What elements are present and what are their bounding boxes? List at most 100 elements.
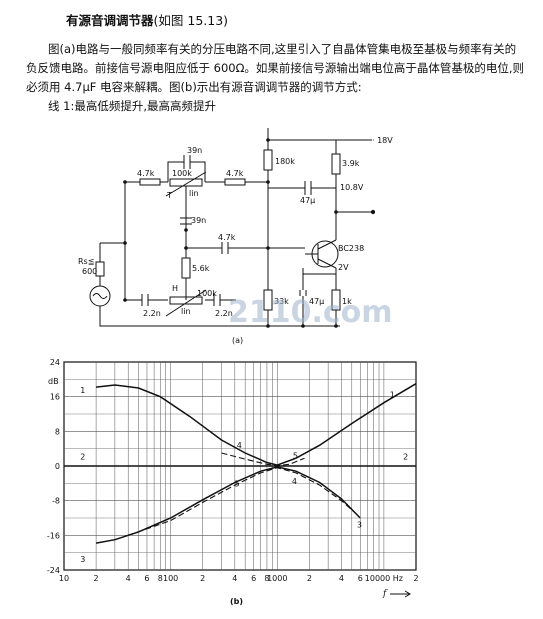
label-transistor: BC238 xyxy=(338,244,364,253)
curve-label: 5 xyxy=(235,479,240,488)
y-axis-label: dB xyxy=(48,377,59,386)
label-pot-top-lin: lin xyxy=(189,189,199,198)
x-tick-label: 2 xyxy=(94,574,99,583)
pot-100k-top xyxy=(169,178,203,187)
curve-label: 1 xyxy=(390,391,395,400)
label-r3k9: 3.9k xyxy=(342,159,360,168)
description-paragraph: 图(a)电路与一般同频率有关的分压电路不同,这里引入了自晶体管集电极至基极与频率… xyxy=(26,42,525,94)
resistor-4k7-left xyxy=(139,178,161,186)
label-c2n2-left: 2.2n xyxy=(143,309,161,318)
label-r4k7-right: 4.7k xyxy=(226,169,244,178)
x-tick-label: 6 xyxy=(251,574,256,583)
curve-label: 3 xyxy=(80,555,85,564)
label-pot-bottom-lin: lin xyxy=(181,307,191,316)
curve-label: 4 xyxy=(237,441,242,450)
x-tick-label: 8 xyxy=(264,574,269,583)
x-tick-label: 1000 xyxy=(267,574,287,583)
x-tick-label: 2 xyxy=(307,574,312,583)
cap-39n-top-wire xyxy=(167,161,206,182)
x-tick-label: 100 xyxy=(163,574,178,583)
series-line-5 xyxy=(221,452,305,467)
output-terminal xyxy=(370,209,376,215)
cap-47u-top xyxy=(304,181,312,195)
signal-source-symbol xyxy=(89,285,111,307)
cap-47u-bottom xyxy=(299,268,336,326)
x-tick-label: 2 xyxy=(413,574,418,583)
curve-label: 2 xyxy=(80,452,85,461)
chart-caption: (b) xyxy=(230,597,243,606)
pot-100k-bottom xyxy=(169,296,203,305)
x-tick-label: 2 xyxy=(200,574,205,583)
resistor-180k xyxy=(263,149,273,171)
label-t: T xyxy=(166,191,172,200)
cap-2n2-right xyxy=(213,294,221,306)
series-line-1 xyxy=(96,383,417,466)
label-rs: Rs≦ xyxy=(78,257,94,266)
junction-dots xyxy=(123,138,338,328)
x-tick-label: 10 xyxy=(59,574,69,583)
transistor-leads xyxy=(305,239,337,269)
y-tick-label: -16 xyxy=(47,531,60,540)
label-pot-bottom: 100k xyxy=(197,289,217,298)
cap-39n-mid xyxy=(180,217,192,225)
label-rs-val: 600 xyxy=(82,267,97,276)
resistor-1k xyxy=(331,289,341,311)
pot-bottom-arrow xyxy=(165,289,207,317)
x-tick-label: 8 xyxy=(158,574,163,583)
cap-39n-top xyxy=(183,155,191,169)
series-line-4 xyxy=(128,467,357,536)
label-pot-top: 100k xyxy=(172,169,192,178)
source-wire xyxy=(99,243,258,327)
resistor-4k7-right xyxy=(224,178,246,186)
resistor-3k9 xyxy=(331,153,341,175)
circuit-diagram: 39n 4.7k 100k lin T 4.7k 180k 3.9k · 18V… xyxy=(78,128,393,345)
y-tick-label: 8 xyxy=(55,427,60,436)
label-c39n-top: 39n xyxy=(187,146,202,155)
cap-2n2-left xyxy=(141,294,149,306)
x-axis-arrow xyxy=(390,590,411,598)
label-v18: · 18V xyxy=(372,136,393,145)
section-title: 有源音调调节器(如图 15.13) xyxy=(66,10,228,29)
x-tick-label: 4 xyxy=(339,574,344,583)
label-r4k7-left: 4.7k xyxy=(137,169,155,178)
y-tick-label: 0 xyxy=(55,462,60,471)
chart-frame xyxy=(63,361,417,571)
label-c39n-mid: 39n xyxy=(191,216,206,225)
label-r5k6: 5.6k xyxy=(192,264,210,273)
label-v2: 2V xyxy=(338,263,349,272)
section-title-bold: 有源音调调节器 xyxy=(66,13,154,28)
label-h: H xyxy=(172,284,178,293)
watermark-logo: 2110.com xyxy=(228,295,393,330)
pot-top-arrow xyxy=(165,171,207,197)
section-title-ref: (如图 15.13) xyxy=(153,13,229,28)
resistor-5k6 xyxy=(181,257,191,279)
x-tick-label: 6 xyxy=(358,574,363,583)
x-tick-label: 6 xyxy=(144,574,149,583)
line1-description: 线 1:最高低频提升,最高高频提升 xyxy=(48,99,217,113)
cap-to-base xyxy=(221,242,229,254)
curve-label: 1 xyxy=(80,386,85,395)
base-feed-wire xyxy=(185,230,305,258)
curve-label: 5 xyxy=(293,452,298,461)
curve-label: 2 xyxy=(403,452,408,461)
resistor-33k xyxy=(263,289,273,311)
label-r4k7-base: 4.7k xyxy=(218,233,236,242)
resistor-rs xyxy=(95,261,105,277)
x-tick-label: 4 xyxy=(126,574,131,583)
label-r1k: 1k xyxy=(342,297,352,306)
label-r180k: 180k xyxy=(275,157,295,166)
label-v10-8: 10.8V xyxy=(340,183,364,192)
series-line-3 xyxy=(95,466,361,544)
x-axis-label: f xyxy=(382,589,388,599)
label-c47u-bottom: 47μ xyxy=(309,297,324,306)
y-tick-label: 16 xyxy=(50,393,60,402)
x-tick-label: 10000 Hz xyxy=(365,574,403,583)
curve-label: 3 xyxy=(357,521,362,530)
circuit-caption: (a) xyxy=(232,336,243,345)
y-tick-label: -24 xyxy=(47,566,60,575)
sine-icon xyxy=(92,293,108,299)
x-tick-label: 4 xyxy=(232,574,237,583)
label-c47u-top: 47μ xyxy=(300,196,315,205)
curve-label: 4 xyxy=(292,477,297,486)
y-tick-label: -8 xyxy=(52,497,60,506)
